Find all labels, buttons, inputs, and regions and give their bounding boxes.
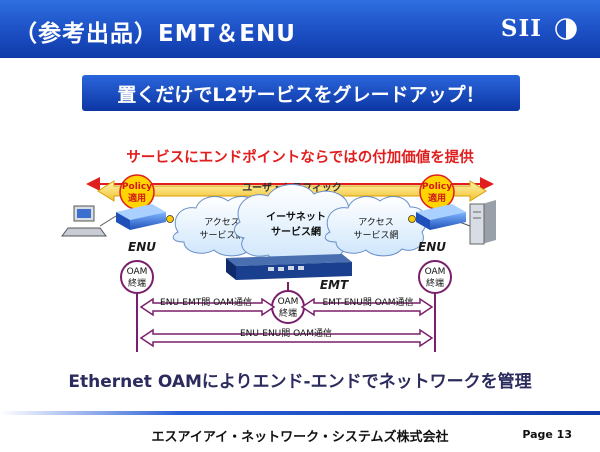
svg-text:OAM: OAM	[127, 267, 148, 277]
company-name: エスアイアイ・ネットワーク・システムズ株式会社	[151, 430, 449, 445]
oam-marker-left: OAM 終端	[120, 260, 154, 294]
footer-divider	[0, 411, 600, 415]
tagline: サービスにエンドポイントならではの付加価値を提供	[126, 150, 474, 166]
svg-text:終端: 終端	[279, 307, 297, 319]
user-traffic-label: ユーザ・トラフィック	[242, 182, 342, 194]
pc-link	[99, 215, 117, 227]
svg-text:終端: 終端	[426, 277, 444, 289]
svg-text:アクセス: アクセス	[204, 217, 240, 228]
enu-label-right: ENU	[418, 240, 446, 254]
policy-marker-right: Policy 適用	[419, 174, 455, 210]
access-network-cloud-left: アクセス サービス網	[172, 195, 275, 257]
server-icon	[469, 200, 496, 245]
emt-label: EMT	[320, 278, 349, 292]
emt-device	[226, 254, 352, 280]
enu-device-left	[116, 204, 174, 230]
access-network-cloud-right: アクセス サービス網	[324, 195, 427, 257]
svg-text:OAM: OAM	[425, 267, 446, 277]
enu-emt-comm-arrow	[139, 297, 276, 317]
svg-text:終端: 終端	[128, 277, 146, 289]
enu-enu-comm-label: ENU-ENU間 OAM通信	[240, 327, 332, 339]
svg-text:適用: 適用	[428, 192, 446, 204]
oam-connectors	[136, 282, 436, 352]
svg-text:アクセス: アクセス	[358, 217, 394, 228]
emt-enu-comm-label: EMT-ENU間 OAM通信	[322, 296, 413, 308]
sii-logo-icon	[555, 18, 577, 40]
enu-emt-comm-label: ENU-EMT間 OAM通信	[160, 296, 252, 308]
svg-text:サービス網: サービス網	[199, 229, 244, 241]
ethernet-network-cloud: イーサネット サービス網	[234, 184, 358, 264]
user-traffic-arrow	[97, 180, 487, 202]
enu-label-left: ENU	[128, 240, 156, 254]
svg-text:サービス網: サービス網	[353, 229, 398, 241]
svg-text:適用: 適用	[128, 192, 146, 204]
oam-marker-right: OAM 終端	[418, 260, 452, 294]
subtitle-banner: 置くだけでL2サービスをグレードアップ！	[82, 75, 520, 111]
summary-text: Ethernet OAMによりエンド-エンドでネットワークを管理	[68, 372, 532, 392]
slide-title: （参考出品）EMT＆ENU	[14, 21, 296, 47]
subtitle-text: 置くだけでL2サービスをグレードアップ！	[117, 84, 485, 106]
end-to-end-arrow	[86, 177, 494, 191]
enu-enu-comm-arrow	[139, 328, 434, 348]
page-number: Page 13	[522, 428, 572, 441]
header-bar: （参考出品）EMT＆ENU SII	[0, 0, 600, 58]
policy-marker-left: Policy 適用	[119, 174, 155, 210]
svg-text:Policy: Policy	[122, 182, 152, 192]
svg-text:サービス網: サービス網	[271, 225, 321, 238]
pc-icon	[61, 205, 107, 237]
svg-text:OAM: OAM	[278, 297, 299, 307]
server-link	[453, 219, 471, 227]
enu-device-right	[408, 204, 466, 230]
emt-enu-comm-arrow	[300, 297, 434, 317]
oam-marker-center: OAM 終端	[271, 290, 305, 324]
brand-name: SII	[500, 15, 542, 42]
svg-text:イーサネット: イーサネット	[266, 211, 326, 223]
svg-text:Policy: Policy	[422, 182, 452, 192]
